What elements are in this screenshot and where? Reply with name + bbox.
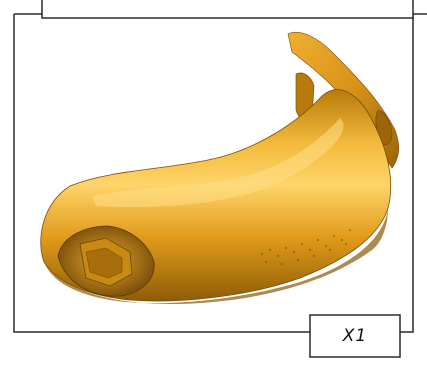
border-frame: [13, 13, 427, 333]
part-hex-opening: [57, 225, 155, 297]
scale-box: [309, 314, 401, 358]
part-highlight: [92, 118, 344, 207]
scale-label: X1: [342, 326, 368, 346]
title-box: [41, 0, 414, 19]
part-surface-dots: [261, 229, 351, 265]
curved-part-render: [40, 32, 400, 304]
part-upper-flange: [287, 32, 400, 169]
